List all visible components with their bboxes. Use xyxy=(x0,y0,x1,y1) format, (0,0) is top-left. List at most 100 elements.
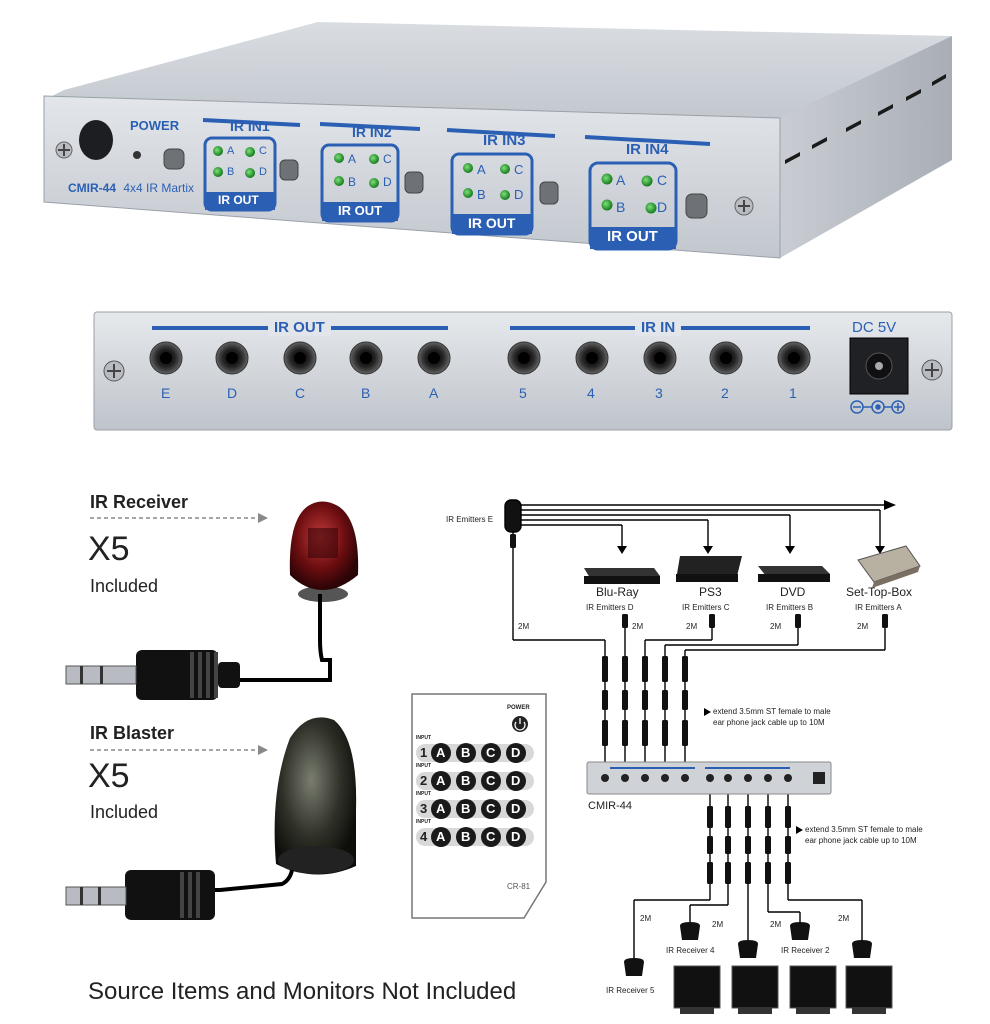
device-name-blu-ray: Blu-Ray xyxy=(596,585,639,599)
remote-button-label: A xyxy=(436,829,446,844)
audio-jack-hole xyxy=(360,352,372,364)
device-name-dvd: DVD xyxy=(780,585,806,599)
mini-jack xyxy=(744,774,752,782)
remote-row-number: 4 xyxy=(420,829,428,844)
cable-connector xyxy=(682,690,688,710)
led-label-a: A xyxy=(227,145,235,157)
device-emitter-stb: IR Emitters A xyxy=(855,603,902,612)
rear-port-label: D xyxy=(227,385,238,401)
led-label-d: D xyxy=(383,175,392,189)
remote-button-label: C xyxy=(486,745,496,760)
ir-in-group-4 xyxy=(584,135,711,251)
device-emitter-blu-ray: IR Emitters D xyxy=(586,603,634,612)
cable-connector xyxy=(682,656,688,682)
remote-row-number: 2 xyxy=(420,773,428,788)
remote-button-b[interactable] xyxy=(456,771,476,791)
audio-jack-hole xyxy=(586,352,598,364)
ir-receiver-qty: X5 xyxy=(88,530,130,568)
led-label-d: D xyxy=(657,199,668,215)
remote-button-d[interactable] xyxy=(506,743,526,763)
mini-jack xyxy=(681,774,689,782)
audio-jack-hole xyxy=(226,352,238,364)
group-out-3: IR OUT xyxy=(468,215,516,231)
remote-button-d[interactable] xyxy=(506,771,526,791)
led-label-b: B xyxy=(348,175,357,189)
ir-receiver-image xyxy=(65,501,359,700)
extend-note-line1: extend 3.5mm ST female to male xyxy=(805,825,923,834)
remote-button-c[interactable] xyxy=(481,771,501,791)
mini-jack xyxy=(621,774,629,782)
remote-input-label: INPUT xyxy=(416,819,431,825)
remote-input-label: INPUT xyxy=(416,735,431,741)
rear-port-label: E xyxy=(161,385,171,401)
group-title-1: IR IN1 xyxy=(230,118,270,134)
remote-button-a[interactable] xyxy=(431,827,451,847)
cable-length-label: 2M xyxy=(770,920,782,929)
rear-port-label: 5 xyxy=(519,385,527,401)
remote-control xyxy=(411,693,547,919)
ir-in-group-1 xyxy=(202,118,301,212)
model-name: CMIR-44 xyxy=(68,181,117,195)
extend-note-line2: ear phone jack cable up to 10M xyxy=(805,836,917,845)
cable-connector xyxy=(707,806,713,828)
extend-note-line1: extend 3.5mm ST female to male xyxy=(713,707,831,716)
footer-note: Source Items and Monitors Not Included xyxy=(88,978,517,1005)
led-label-d: D xyxy=(514,187,524,202)
remote-button-d[interactable] xyxy=(506,799,526,819)
cable-connector xyxy=(622,656,628,682)
ir-blaster-note: Included xyxy=(90,802,159,822)
group-title-2: IR IN2 xyxy=(352,124,392,140)
ps3-device xyxy=(676,556,742,582)
cable-connector xyxy=(785,862,791,884)
cable-length-label: 2M xyxy=(518,622,530,631)
receiver-label-4: IR Receiver 4 xyxy=(666,946,715,955)
ir-receiver-title: IR Receiver xyxy=(90,492,189,512)
cable-connector xyxy=(745,862,751,884)
cable-connector xyxy=(510,534,516,548)
device-name-ps3: PS3 xyxy=(699,585,722,599)
remote-button-a[interactable] xyxy=(431,743,451,763)
remote-button-b[interactable] xyxy=(456,743,476,763)
rear-port-label: C xyxy=(295,385,306,401)
remote-button-label: D xyxy=(511,745,521,760)
cable-connector xyxy=(682,720,688,746)
remote-button-c[interactable] xyxy=(481,799,501,819)
dc-label: DC 5V xyxy=(852,319,897,336)
remote-button-c[interactable] xyxy=(481,743,501,763)
rear-ir-out-label: IR OUT xyxy=(268,319,331,336)
remote-button-b[interactable] xyxy=(456,827,476,847)
cable-connector xyxy=(622,614,628,628)
remote-button-d[interactable] xyxy=(506,827,526,847)
remote-button-b[interactable] xyxy=(456,799,476,819)
cable-connector xyxy=(882,614,888,628)
cable-connector xyxy=(795,614,801,628)
remote-button-label: B xyxy=(461,829,471,844)
ir-in-group-3 xyxy=(446,128,559,236)
group-out-2: IR OUT xyxy=(338,203,383,218)
model-label: CMIR-44 4x4 IR Martix xyxy=(68,181,194,195)
cable-connector xyxy=(725,862,731,884)
mini-jack xyxy=(784,774,792,782)
remote-button-label: D xyxy=(511,801,521,816)
screw-icon xyxy=(734,196,754,216)
rear-port-label: 1 xyxy=(789,385,797,401)
blu-ray-device xyxy=(584,568,660,584)
cable-connector xyxy=(602,690,608,710)
rear-ir-in-label: IR IN xyxy=(635,319,682,336)
remote-button-label: A xyxy=(436,745,446,760)
remote-button-a[interactable] xyxy=(431,799,451,819)
remote-button-c[interactable] xyxy=(481,827,501,847)
matrix-label: CMIR-44 xyxy=(588,800,633,812)
rear-port-label: 2 xyxy=(721,385,729,401)
device-emitter-dvd: IR Emitters B xyxy=(766,603,814,612)
remote-power-label: POWER xyxy=(507,705,530,711)
cable-connector xyxy=(707,862,713,884)
remote-button-label: A xyxy=(436,801,446,816)
polarity-icon xyxy=(850,400,905,414)
led-label-c: C xyxy=(514,162,524,177)
led-label-b: B xyxy=(616,199,626,215)
emitter-e-label: IR Emitters E xyxy=(446,515,494,524)
ir-blaster-image xyxy=(65,717,357,920)
remote-button-a[interactable] xyxy=(431,771,451,791)
